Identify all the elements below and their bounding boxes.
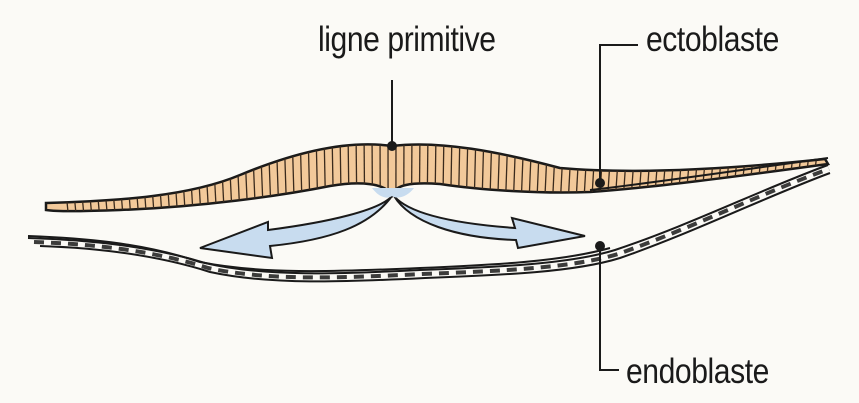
label-endoblaste: endoblaste (626, 352, 769, 392)
ectoblast-cell-line (356, 130, 357, 215)
ectoblast-cell-line (794, 130, 804, 215)
ligne-primitive-dot (387, 141, 397, 151)
ectoblast-cell-line (443, 130, 444, 215)
ectoblaste-dot (595, 178, 605, 188)
ectoblast-cell-line (435, 130, 436, 215)
ectoblast-cell-line (340, 130, 341, 215)
ectoblast-cell-line (458, 130, 460, 215)
leader-lines (387, 45, 638, 370)
ectoblast-layer (46, 130, 828, 215)
ectoblast-cell-line (332, 130, 334, 215)
right-migration-arrow (394, 196, 585, 248)
ectoblast-cell-line (412, 130, 413, 215)
ectoblast-cell-line (786, 130, 796, 215)
label-ligne-primitive: ligne primitive (318, 20, 496, 60)
ectoblast-cell-line (419, 130, 420, 215)
left-migration-arrow (200, 196, 392, 258)
ectoblast-cell-line (364, 130, 365, 215)
label-ectoblaste: ectoblaste (646, 20, 779, 60)
ectoblast-cell-line (427, 130, 428, 215)
ectoblast-cell-line (451, 130, 453, 215)
ectoblast-cell-line (778, 130, 788, 215)
ectoblast-cell-line (324, 130, 326, 215)
endoblaste-dot (595, 241, 605, 251)
ectoblast-cell-line (372, 130, 373, 215)
ectoblast-cell-line (348, 130, 349, 215)
ectoblast-cell-line (236, 130, 240, 215)
